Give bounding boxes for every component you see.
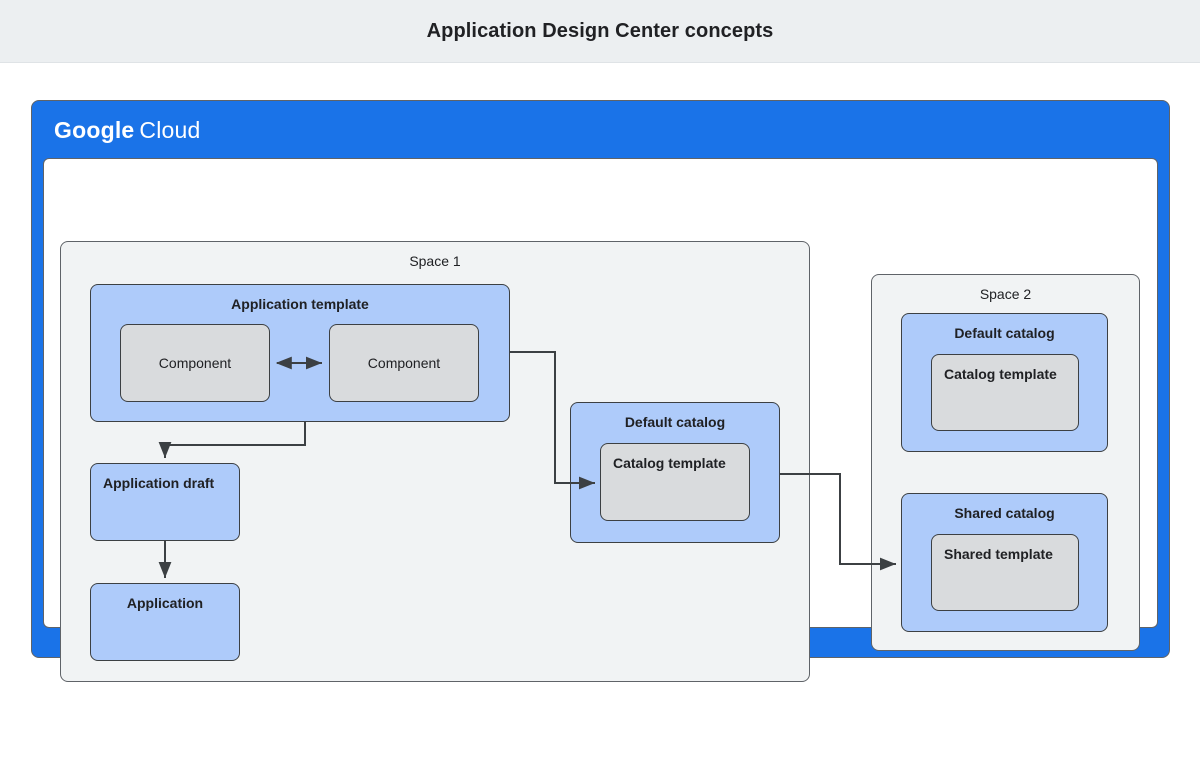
- shared-catalog-title: Shared catalog: [954, 505, 1055, 521]
- logo-google-text: Google: [54, 117, 135, 143]
- space-1-label: Space 1: [409, 253, 461, 269]
- page-title: Application Design Center concepts: [426, 19, 774, 42]
- space-2-label: Space 2: [979, 286, 1032, 302]
- application-box: Application: [90, 583, 240, 661]
- catalog-template-space-2-label: Catalog template: [944, 366, 1057, 382]
- component-box-2: Component: [329, 324, 479, 402]
- application-draft-label: Application draft: [103, 475, 215, 491]
- application-label: Application: [126, 595, 204, 611]
- shared-template-box: Shared template: [931, 534, 1079, 611]
- application-draft-box: Application draft: [90, 463, 240, 541]
- diagram-title-bar: Application Design Center concepts: [0, 0, 1200, 63]
- application-template-title: Application template: [231, 296, 369, 312]
- logo-cloud-text: Cloud: [139, 117, 201, 143]
- shared-template-label: Shared template: [944, 546, 1053, 562]
- component-box-1: Component: [120, 324, 270, 402]
- component-1-label: Component: [158, 355, 232, 371]
- default-catalog-space-1-title: Default catalog: [624, 414, 726, 430]
- default-catalog-space-2-title: Default catalog: [954, 325, 1055, 341]
- component-2-label: Component: [367, 355, 441, 371]
- catalog-template-box-space-2: Catalog template: [931, 354, 1079, 431]
- catalog-template-space-1-label: Catalog template: [613, 455, 726, 471]
- catalog-template-box-space-1: Catalog template: [600, 443, 750, 521]
